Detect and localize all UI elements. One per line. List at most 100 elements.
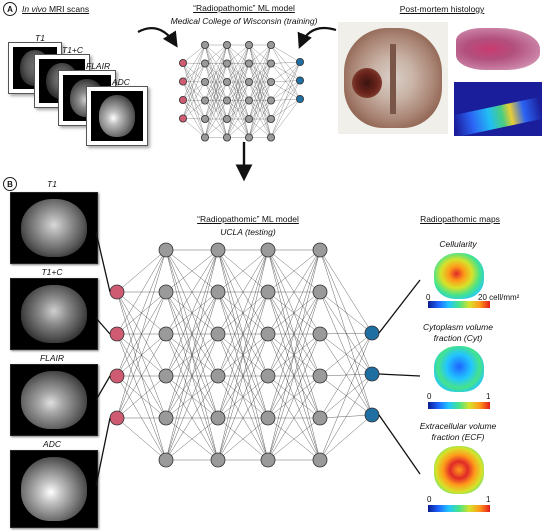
output-to-map-line [378, 414, 421, 475]
big-net-edge [267, 375, 321, 461]
big-net-edge [319, 291, 373, 334]
map-cellularity-max: 20 cell/mm² [478, 293, 520, 302]
big-net-edge [319, 414, 373, 419]
big-net-edge [165, 249, 219, 461]
small-net-hidden-node [244, 41, 253, 50]
small-net-edge [182, 44, 206, 82]
big-net-hidden-node [260, 326, 276, 342]
big-net-hidden-node [312, 242, 328, 258]
small-net-output-node [295, 76, 304, 85]
b-label-t1: T1 [47, 179, 57, 189]
small-net-output-node [295, 58, 304, 67]
map-cyt-title: Cytoplasm volume fraction (Cyt) [423, 322, 493, 343]
small-net-edge [270, 61, 301, 120]
arrow-scans-to-model [137, 27, 178, 48]
small-net-edge [182, 44, 206, 119]
big-net-edge [319, 291, 373, 416]
small-net-edge [226, 44, 250, 120]
big-net-hidden-node [210, 368, 226, 384]
small-net-input-node [178, 77, 187, 86]
mri-scans-title-rest: MRI scans [46, 4, 90, 14]
mri-scans-title-italic: In vivo [22, 4, 47, 14]
output-to-map-line [378, 279, 421, 334]
a-label-flair: FLAIR [86, 61, 111, 71]
b-scan-t1 [10, 192, 98, 264]
big-net-edge [165, 249, 219, 419]
scan-to-input-line [95, 417, 111, 487]
scan-card-adc [86, 86, 148, 146]
big-net-hidden-node [158, 368, 174, 384]
big-net-hidden-node [158, 284, 174, 300]
b-model-title: “Radiopathomic” ML model [197, 214, 299, 224]
small-net-hidden-node [200, 41, 209, 50]
small-net-hidden-node [266, 59, 275, 68]
big-net-output-node [364, 366, 380, 382]
big-net-edge [319, 373, 373, 377]
big-net-input-node [109, 368, 125, 384]
small-net-hidden-node [244, 59, 253, 68]
small-net-hidden-node [244, 96, 253, 105]
big-net-edge [217, 291, 269, 461]
big-net-edge [165, 249, 219, 377]
big-net-input-node [109, 284, 125, 300]
map-cellularity-title: Cellularity [439, 239, 477, 249]
big-net-edge [165, 417, 219, 461]
big-net-edge [116, 291, 167, 419]
big-net-edge [116, 249, 167, 377]
small-net-hidden-node [222, 96, 231, 105]
small-net-input-node [178, 96, 187, 105]
small-net-edge [226, 81, 250, 138]
map-cellularity-colorbar [428, 301, 490, 308]
small-net-edge [204, 100, 228, 138]
big-net-edge [116, 375, 167, 419]
big-net-edge [165, 291, 219, 461]
big-net-edge [217, 249, 269, 377]
b-label-t1c: T1+C [41, 267, 63, 277]
small-net-edges [182, 44, 301, 138]
small-net-edge [204, 44, 228, 101]
big-net-edge [217, 249, 269, 335]
small-net-edge [270, 61, 301, 83]
map-ecf-min: 0 [427, 495, 432, 504]
a-label-adc: ADC [112, 77, 130, 87]
small-net-edge [204, 44, 228, 120]
small-net-hidden-node [244, 115, 253, 124]
big-net-hidden-node [260, 284, 276, 300]
small-net-hidden-node [222, 115, 231, 124]
big-net-edge [165, 249, 219, 293]
small-net-hidden-node [266, 133, 275, 142]
big-net-hidden-node [312, 326, 328, 342]
small-net-hidden-node [222, 41, 231, 50]
big-net-edge [217, 249, 269, 419]
histology-cellularity-map [454, 82, 542, 136]
small-net-hidden-node [200, 96, 209, 105]
small-net-edge [182, 44, 206, 64]
big-net-input-node [109, 410, 125, 426]
small-net-hidden-node [266, 96, 275, 105]
small-net-hidden-node [222, 78, 231, 87]
big-net-hidden-node [158, 452, 174, 468]
small-net-edge [204, 81, 228, 138]
small-net-edge [226, 44, 250, 138]
maps-title: Radiopathomic maps [420, 214, 500, 224]
small-net-edge [226, 44, 250, 83]
map-cyt-min: 0 [427, 392, 432, 401]
small-net-edge [248, 44, 272, 120]
big-net-hidden-node [312, 284, 328, 300]
small-net-edge [248, 100, 272, 138]
map-ecf-title: Extracellular volume fraction (ECF) [419, 421, 497, 442]
big-net-hidden-node [210, 284, 226, 300]
big-net-edge [165, 333, 219, 461]
small-net-hidden-node [200, 78, 209, 87]
big-net-edge [165, 249, 219, 335]
small-net-edge [226, 44, 250, 64]
map-cyt-colorbar [428, 402, 490, 409]
big-net-hidden-node [260, 242, 276, 258]
big-net-hidden-node [210, 326, 226, 342]
b-scan-flair [10, 364, 98, 436]
big-net-hidden-node [312, 410, 328, 426]
small-net-edge [248, 44, 272, 64]
big-net-edge [319, 375, 373, 416]
